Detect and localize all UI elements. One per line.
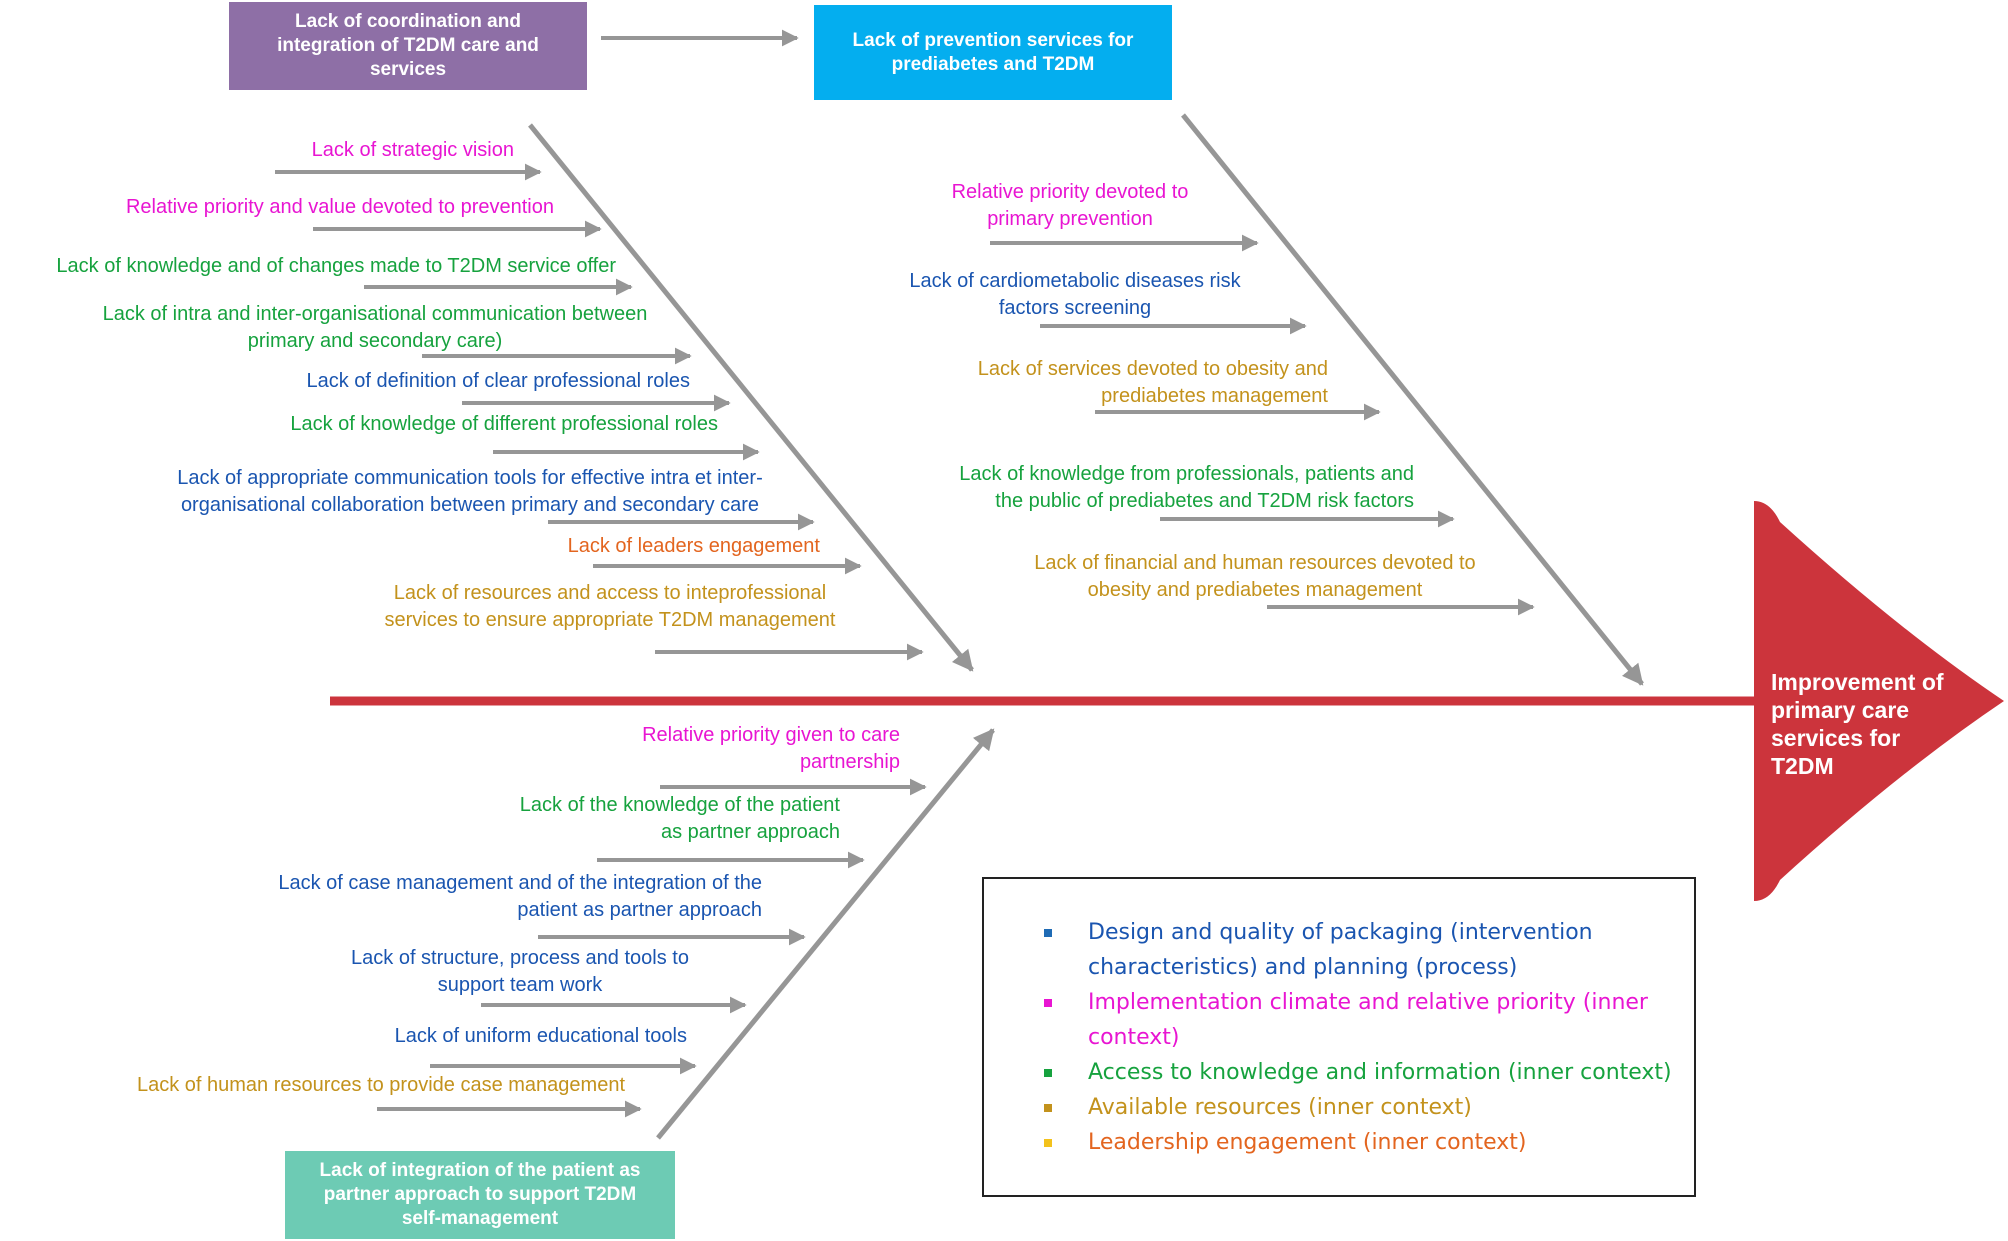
category-bone-partnership [656,728,995,1140]
category-partnership-line: partner approach to support T2DM [323,1184,637,1205]
legend-box: Design and quality of packaging (interve… [982,877,1696,1197]
category-coordination-box: Lack of coordination and integration of … [229,2,587,90]
category-prevention-line: Lack of prevention services for [852,29,1134,51]
cause-line: Lack of uniform educational tools [394,1025,687,1047]
cause-line: Lack of appropriate communication tools … [177,467,763,489]
category-coordination-line: services [369,59,447,80]
cause-label: Lack of structure, process and tools to … [320,945,720,999]
category-bone-coordination [528,123,974,672]
cause-line: Lack of resources and access to inteprof… [393,582,827,604]
cause-line: Lack of definition of clear professional… [306,370,690,392]
effect-line: T2DM [1771,753,1834,779]
cause-line: Lack of the knowledge of the patient [519,794,840,816]
legend-line: context) [1088,1025,1180,1050]
cause-label: Lack of intra and inter-organisational c… [30,301,720,355]
cause-line: primary and secondary care) [247,330,503,352]
cause-label: Lack of appropriate communication tools … [130,465,810,519]
legend-bullet [1044,1104,1052,1112]
cause-line: Lack of cardiometabolic diseases risk [909,270,1241,292]
cause-label: Lack of knowledge and of changes made to… [56,253,616,280]
effect-line: Improvement of [1771,669,1944,695]
category-coordination-line: integration of T2DM care and [277,35,539,56]
cause-label: Lack of human resources to provide case … [137,1072,625,1099]
cause-line: Lack of structure, process and tools to [351,947,689,969]
cause-line: Relative priority and value devoted to p… [125,196,554,218]
cause-label: Lack of case management and of the integ… [278,870,762,924]
legend-line: Design and quality of packaging (interve… [1088,920,1593,945]
category-partnership-line: Lack of integration of the patient as [319,1160,641,1181]
category-bone-prevention [1181,113,1644,686]
cause-line: Lack of financial and human resources de… [1034,552,1476,574]
cause-line: support team work [437,974,603,996]
cause-label: Lack of services devoted to obesity and … [978,356,1328,410]
legend-bullet [1044,1139,1052,1147]
cause-line: Relative priority devoted to [951,181,1189,203]
legend-line: Available resources (inner context) [1088,1095,1472,1120]
cause-label: Lack of strategic vision [312,137,514,164]
cause-label: Relative priority devoted to primary pre… [930,179,1210,233]
category-prevention-box: Lack of prevention services for prediabe… [814,5,1172,100]
effect-line: services for [1771,725,1901,751]
cause-line: the public of prediabetes and T2DM risk … [995,490,1414,512]
cause-label: Lack of knowledge from professionals, pa… [959,461,1414,515]
cause-line: services to ensure appropriate T2DM mana… [384,609,836,631]
cause-label: Lack of knowledge of different professio… [290,411,718,438]
category-partnership-line: self-management [401,1208,559,1229]
effect-label: Improvement of primary care services for… [1771,668,1944,780]
legend-bullet [1044,999,1052,1007]
cause-line: Lack of knowledge and of changes made to… [56,255,616,277]
cause-line: Lack of strategic vision [311,139,514,161]
cause-label: Lack of financial and human resources de… [985,550,1525,604]
cause-line: primary prevention [987,208,1153,230]
cause-line: Lack of case management and of the integ… [278,872,762,894]
cause-label: Lack of definition of clear professional… [306,368,690,395]
legend-line: Leadership engagement (inner context) [1088,1130,1527,1155]
cause-line: Lack of knowledge from professionals, pa… [959,463,1414,485]
legend-bullet [1044,1069,1052,1077]
legend-line: characteristics) and planning (process) [1088,955,1518,980]
cause-label: Relative priority given to care partners… [642,722,900,776]
category-prevention-line: prediabetes and T2DM [891,53,1095,75]
cause-line: Lack of services devoted to obesity and [977,358,1328,380]
cause-line: Lack of intra and inter-organisational c… [102,303,648,325]
cause-label: Lack of uniform educational tools [395,1023,687,1050]
cause-line: Lack of human resources to provide case … [136,1074,625,1096]
cause-label: Lack of the knowledge of the patient as … [520,792,840,846]
cause-line: as partner approach [660,821,840,843]
category-partnership-box: Lack of integration of the patient as pa… [285,1151,675,1239]
cause-line: obesity and prediabetes management [1087,579,1423,601]
effect-line: primary care [1771,697,1910,723]
cause-line: organisational collaboration between pri… [180,494,760,516]
legend-line: Implementation climate and relative prio… [1088,990,1648,1015]
cause-line: partnership [799,751,900,773]
cause-line: Relative priority given to care [642,724,900,746]
effect-head-shape [1754,501,2004,901]
legend-line: Access to knowledge and information (inn… [1088,1060,1672,1085]
cause-label: Relative priority and value devoted to p… [126,194,554,221]
cause-line: Lack of knowledge of different professio… [290,413,718,435]
legend-bullet [1044,929,1052,937]
cause-line: patient as partner approach [517,899,762,921]
cause-label: Lack of cardiometabolic diseases risk fa… [875,268,1275,322]
cause-line: Lack of leaders engagement [567,535,820,557]
category-coordination-line: Lack of coordination and [295,11,521,32]
cause-line: prediabetes management [1101,385,1328,407]
cause-label: Lack of resources and access to inteprof… [345,580,875,634]
cause-line: factors screening [998,297,1152,319]
cause-label: Lack of leaders engagement [568,533,820,560]
